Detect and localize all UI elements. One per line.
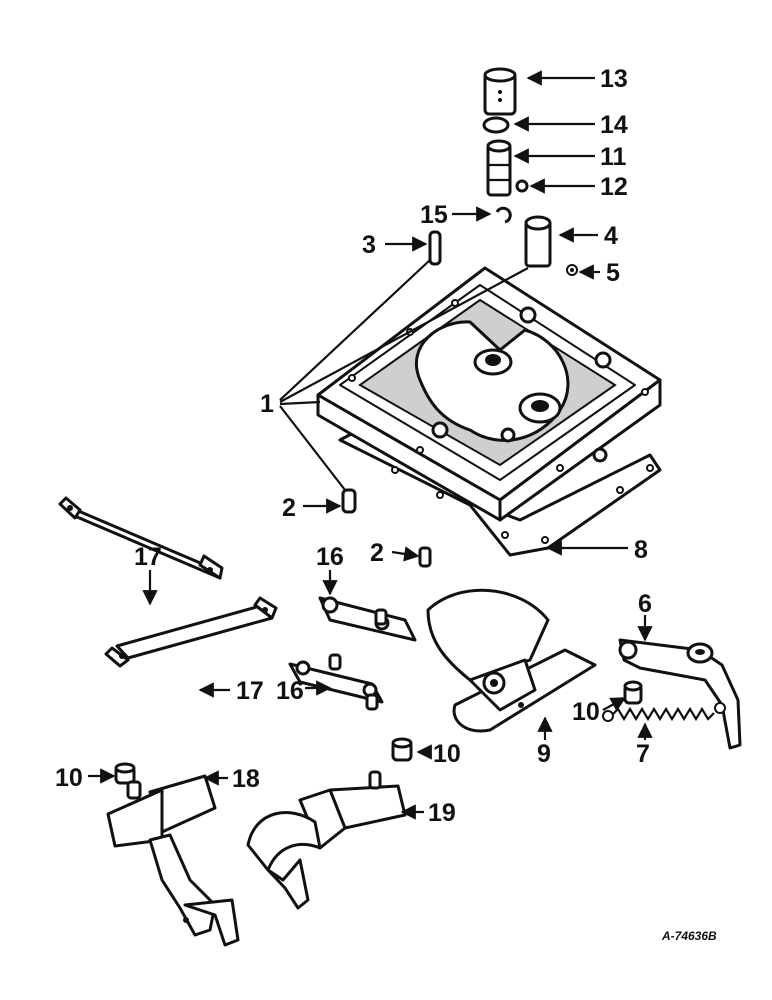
part-4-guide-tube [524,215,552,268]
part-16-link-upper [318,596,417,642]
part-3-dowel-pin [428,230,442,266]
part-10-bushing-left [114,762,136,785]
part-2-dowel-left [341,488,357,514]
callout-10-middle: 10 [433,740,461,768]
callout-13: 13 [600,65,628,93]
part-12-ball [515,179,529,193]
callout-2-lower: 2 [370,539,384,567]
callout-18: 18 [232,765,260,793]
callout-4: 4 [604,222,618,250]
callout-16-upper: 16 [316,543,344,571]
part-2-dowel-right [418,546,432,568]
part-11-plunger [486,139,512,197]
callout-9: 9 [537,740,551,768]
callout-12: 12 [600,173,628,201]
part-10-bushing-middle [391,737,413,762]
housing-cover [316,266,662,522]
part-9-cam-plate [426,588,597,733]
leader-lines [88,70,653,820]
part-13-sleeve [483,67,517,116]
callout-16-lower: 16 [276,677,304,705]
callout-10-left: 10 [55,764,83,792]
callout-5: 5 [606,259,620,287]
callout-7: 7 [636,740,650,768]
callout-6: 6 [638,590,652,618]
callout-14: 14 [600,111,628,139]
callout-8: 8 [634,536,648,564]
callout-2-upper: 2 [282,494,296,522]
callout-17-upper: 17 [134,543,162,571]
part-15-snap-ring [495,206,512,224]
part-14-ring [482,116,510,134]
part-6-arm [618,638,742,750]
part-19-shifter-fork [246,770,407,910]
part-16-link-lower [288,653,384,711]
callout-17-lower: 17 [236,677,264,705]
part-17-rail-upper [58,496,224,580]
callout-11: 11 [600,143,627,171]
part-7-spring [602,702,726,722]
callout-15: 15 [420,201,448,229]
part-18-shifter-fork [106,774,240,947]
callout-labels: 13 14 11 12 15 4 3 5 1 2 2 8 17 16 17 16… [55,65,717,943]
callout-19: 19 [428,799,456,827]
drawing-code: A-74636B [661,929,717,943]
callout-1: 1 [260,390,274,418]
callout-3: 3 [362,231,376,259]
part-17-rail-lower [104,596,278,668]
part-10-bushing-right [623,680,643,705]
callout-10-right: 10 [572,698,600,726]
part-5-plug [566,264,578,276]
